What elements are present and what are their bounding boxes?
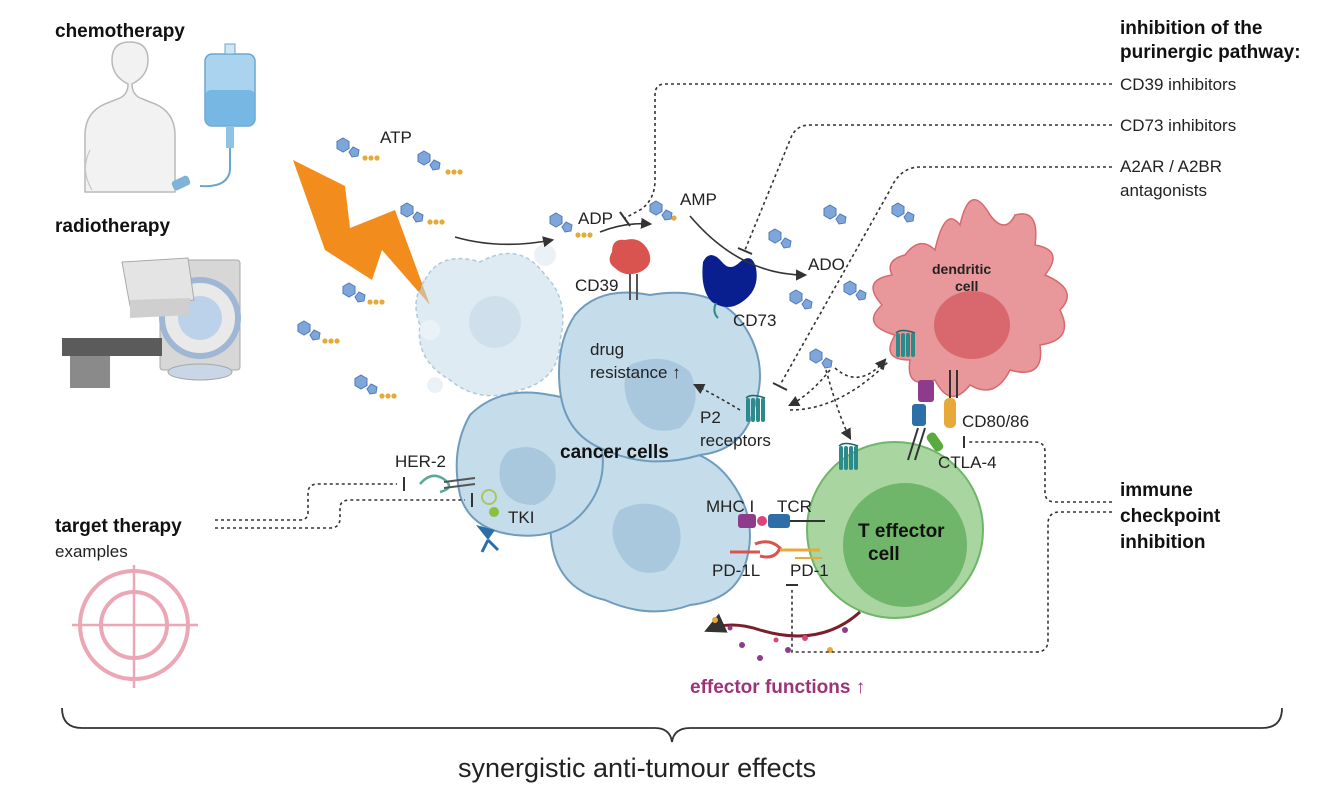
her2-target-line — [215, 483, 397, 521]
cd73-enzyme-icon — [702, 255, 757, 319]
tki-label: TKI — [508, 508, 534, 527]
cd39-label: CD39 — [575, 276, 618, 295]
cd73-inhibitor-line — [744, 124, 1112, 251]
ctla4-checkpoint-line — [968, 441, 1112, 503]
footer-label: synergistic anti-tumour effects — [458, 753, 816, 783]
target-therapy-label: target therapy — [55, 516, 182, 537]
dendritic-cell — [872, 198, 1069, 397]
cd39-enzyme-icon — [609, 239, 651, 300]
cancer-cells-label: cancer cells — [560, 442, 669, 463]
dendritic-label-2: cell — [955, 278, 978, 294]
tcr-label: TCR — [777, 497, 812, 516]
effector-burst-icon — [704, 610, 862, 661]
amp-label: AMP — [680, 190, 717, 209]
amp-molecule-icon — [649, 200, 677, 221]
tki-target-line — [215, 499, 465, 529]
cancer-cell-top — [558, 291, 761, 463]
p2-to-dendritic-link — [789, 361, 889, 411]
immune-label-2: checkpoint — [1120, 506, 1221, 527]
pd1l-label: PD-1L — [712, 561, 760, 580]
pd1-label: PD-1 — [790, 561, 829, 580]
t-effector-cell — [806, 441, 984, 619]
atp-to-adp-arrow — [454, 236, 555, 248]
lightning-icon — [293, 160, 430, 305]
a2ar-label-1: A2AR / A2BR — [1120, 157, 1222, 176]
her2-label: HER-2 — [395, 452, 446, 471]
dying-cancer-cell — [415, 244, 564, 397]
her2-receptor-icon — [419, 474, 476, 494]
cd73-label: CD73 — [733, 311, 776, 330]
a2ar-antagonist-bar — [772, 382, 788, 391]
radiotherapy-label: radiotherapy — [55, 216, 171, 237]
dendritic-label-1: dendritic — [932, 261, 991, 277]
purinergic-title-2: purinergic pathway: — [1120, 42, 1301, 63]
cd39-inhibitor-bar — [619, 211, 631, 227]
cd80-ctla4-icon — [907, 370, 958, 461]
bottom-brace — [61, 707, 1283, 743]
amp-to-ado-arrow — [689, 215, 808, 281]
effector-functions-label: effector functions ↑ — [690, 677, 865, 698]
examples-label: examples — [55, 542, 128, 561]
cd80-86-label: CD80/86 — [962, 412, 1029, 431]
drug-resistance-label-2: resistance ↑ — [590, 363, 681, 382]
a2ar-antagonist-line — [779, 166, 1112, 386]
pd1-checkpoint-line — [791, 511, 1112, 653]
ado-to-p2-arrow — [787, 369, 831, 407]
adp-label: ADP — [578, 209, 613, 228]
immune-label-1: immune — [1120, 480, 1193, 501]
cd73-inhibitor-bar — [737, 247, 753, 255]
ctla4-label: CTLA-4 — [938, 453, 997, 472]
target-icon — [72, 565, 198, 688]
cancer-cell-bottom — [549, 446, 751, 613]
adp-to-amp-arrow — [599, 217, 653, 233]
p2-receptors-label-1: P2 — [700, 408, 721, 427]
purinergic-title-1: inhibition of the — [1120, 18, 1262, 39]
pd1-pd1l-icon — [730, 540, 822, 559]
ado-to-tcell-arrow — [825, 369, 852, 440]
cd73-inhibitors-label: CD73 inhibitors — [1120, 116, 1236, 135]
radiotherapy-machine-icon — [62, 257, 241, 388]
p2-receptors-label-2: receptors — [700, 431, 771, 450]
immune-label-3: inhibition — [1120, 532, 1205, 553]
tki-drug-icon — [476, 489, 500, 553]
iv-bag-icon — [171, 43, 256, 191]
t-effector-label-2: cell — [868, 544, 900, 565]
a2ar-label-2: antagonists — [1120, 181, 1207, 200]
ado-to-dendritic-arrow — [834, 358, 887, 379]
mhc-tcr-icon — [738, 514, 825, 528]
mhc1-label: MHC I — [706, 497, 754, 516]
patient-figure-icon — [84, 41, 176, 193]
ado-label: ADO — [808, 255, 845, 274]
drug-resistance-label-1: drug — [590, 340, 624, 359]
cd39-inhibitor-line — [624, 83, 1112, 219]
t-effector-label-1: T effector — [858, 521, 945, 542]
chemotherapy-label: chemotherapy — [55, 21, 185, 42]
atp-label: ATP — [380, 128, 412, 147]
cancer-cell-left — [455, 391, 604, 537]
cd39-inhibitors-label: CD39 inhibitors — [1120, 75, 1236, 94]
